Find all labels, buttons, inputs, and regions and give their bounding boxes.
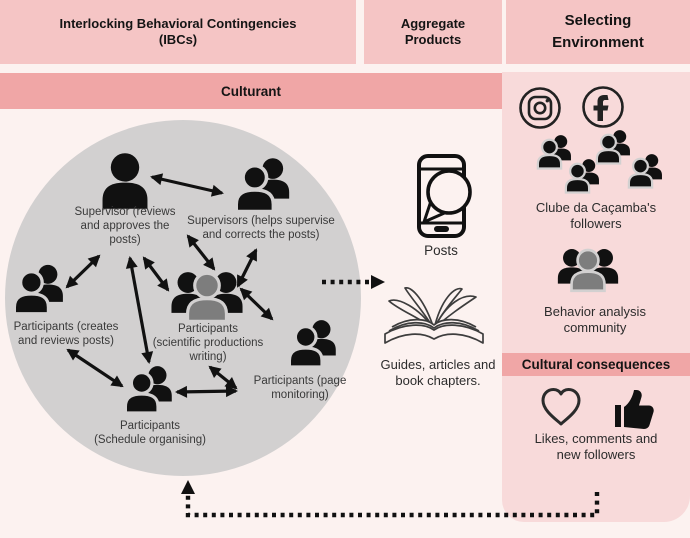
arrow-creates-schedule: [66, 348, 124, 388]
cultural-consequences-banner: Cultural consequences: [502, 353, 690, 376]
cultural-consequences-label: Cultural consequences: [521, 357, 671, 372]
supervisor-label: Supervisor (reviews and approves the pos…: [74, 206, 176, 247]
community-label: Behavior analysis community: [544, 304, 646, 335]
followers-pair-icon: [538, 135, 571, 168]
participants-creates-label: Participants (creates and reviews posts): [13, 321, 119, 348]
arrow-supervisors-scientific-right: [236, 248, 258, 288]
header-selecting-environment: Selecting Environment: [506, 0, 690, 64]
guides-label: Guides, articles and book chapters.: [380, 357, 496, 388]
ibc-arrows: [65, 173, 274, 398]
open-book-icon: [384, 287, 484, 344]
followers-pair-icon: [597, 130, 630, 163]
arrow-supervisor-schedule: [125, 256, 154, 364]
header-ibc-line1: Interlocking Behavioral Contingencies: [59, 15, 297, 31]
smartphone-chat-icon: [417, 154, 472, 238]
arrow-writing-page: [208, 365, 238, 390]
header-ibc-line2: (IBCs): [158, 32, 198, 47]
participants-schedule-icon: [125, 366, 171, 413]
followers-label: Clube da Caçamba's followers: [535, 200, 657, 231]
likes-label: Likes, comments and new followers: [534, 431, 658, 462]
participants-page-label: Participants (page monitoring): [253, 375, 347, 402]
culturant-banner: Culturant: [0, 73, 502, 109]
participants-page-icon: [289, 320, 335, 367]
header-selecting-line2: Environment: [552, 34, 644, 51]
instagram-icon: [519, 87, 561, 129]
participants-scientific-label: Participants (scientific productions wri…: [152, 323, 264, 364]
arrow-supervisors-scientific-left: [186, 234, 216, 271]
culturant-banner-label: Culturant: [221, 83, 281, 99]
facebook-icon: [582, 86, 624, 128]
participants-creates-icon: [14, 265, 63, 314]
participants-schedule-label: Participants (Schedule organising): [94, 420, 206, 447]
dotted-arrow-feedback: [181, 480, 600, 518]
posts-label: Posts: [424, 243, 458, 258]
header-aggregate-products: Aggregate Products: [364, 0, 502, 64]
supervisors-label: Supervisors (helps supervise and correct…: [187, 215, 335, 242]
arrow-supervisor-supervisors: [150, 173, 224, 197]
heart-icon: [541, 388, 581, 426]
thumbs-up-icon: [615, 390, 654, 429]
arrow-creates-supervisor: [65, 254, 101, 289]
selecting-environment-panel: [502, 72, 690, 522]
arrow-supervisor-scientific: [142, 256, 170, 292]
header-selecting-line1: Selecting: [564, 12, 632, 30]
supervisor-icon: [102, 153, 148, 209]
followers-group-icons: [538, 130, 662, 192]
community-group-icon: [558, 249, 618, 291]
followers-pair-icon: [566, 159, 599, 192]
supervisors-icon: [236, 158, 289, 211]
arrow-schedule-page: [175, 385, 238, 398]
header-aggregate-line1: Aggregate: [400, 15, 466, 31]
header-ibc: Interlocking Behavioral Contingencies (I…: [0, 0, 356, 64]
participants-scientific-icon: [171, 272, 242, 321]
arrow-scientific-page: [239, 287, 274, 321]
followers-pair-icon: [629, 154, 662, 187]
header-aggregate-line2: Products: [404, 32, 462, 47]
